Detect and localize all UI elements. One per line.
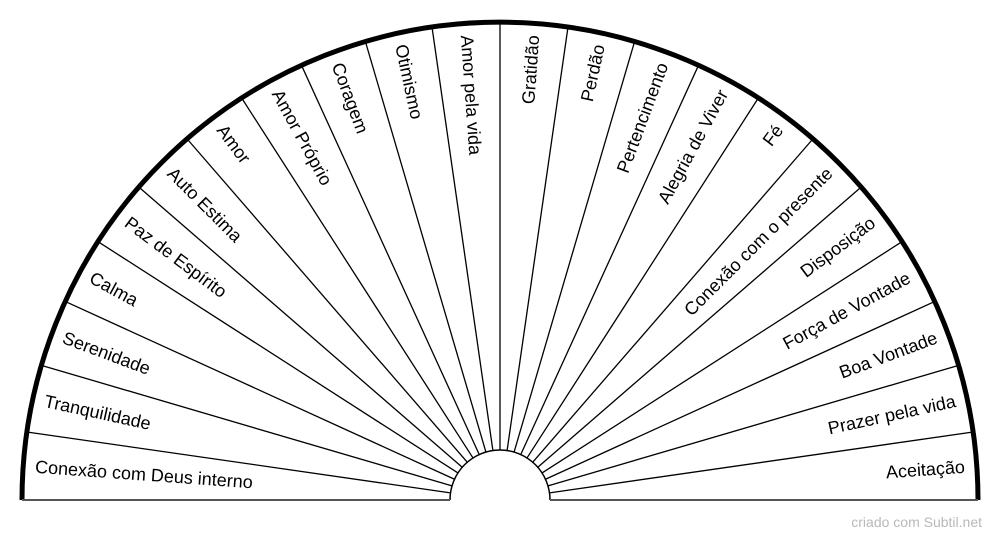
sector-label: Conexão com o presente — [680, 163, 836, 319]
sector-divider — [364, 41, 487, 453]
sector-divider — [64, 300, 455, 480]
sector-label: Perdão — [577, 43, 609, 104]
sector-label: Disposição — [797, 213, 879, 282]
sector-label: Força de Vontade — [779, 268, 913, 354]
sector-divider — [186, 138, 468, 463]
outer-arc — [19, 19, 981, 501]
sector-divider — [532, 138, 814, 463]
sector-divider — [26, 431, 451, 494]
sector-label: Gratidão — [518, 34, 543, 104]
inner-arc — [449, 449, 551, 501]
sector-label: Fé — [759, 121, 788, 150]
sector-divider — [506, 26, 569, 451]
sector-divider — [537, 186, 862, 468]
sector-divider — [513, 41, 636, 453]
sector-label: Pertencimento — [613, 60, 672, 176]
sector-label: Coragem — [328, 60, 373, 136]
sector-divider — [241, 97, 474, 459]
sector-divider — [431, 26, 494, 451]
sector-divider — [97, 241, 459, 474]
sector-label: Auto Estima — [163, 163, 246, 246]
sector-divider — [541, 241, 903, 474]
watermark: criado com Subtil.net — [851, 514, 982, 530]
sector-label: Conexão com Deus interno — [34, 457, 253, 493]
sector-dividers — [26, 22, 974, 494]
sector-label: Tranquilidade — [43, 391, 153, 434]
sector-divider — [300, 64, 480, 455]
sector-label: Amor — [213, 121, 255, 167]
sector-label: Calma — [86, 268, 142, 311]
sector-divider — [549, 431, 974, 494]
sector-label: Alegria de Viver — [654, 86, 732, 207]
sector-divider — [547, 364, 959, 487]
sector-divider — [526, 97, 759, 459]
sector-divider — [520, 64, 700, 455]
sector-label: Aceitação — [885, 457, 965, 483]
sector-divider — [41, 364, 453, 487]
sector-label: Amor Próprio — [268, 86, 336, 189]
sector-divider — [545, 300, 936, 480]
sector-label: Amor pela vida — [457, 34, 486, 156]
sector-label: Boa Vontade — [837, 328, 941, 383]
sector-label: Otimismo — [391, 43, 427, 122]
sector-divider — [138, 186, 463, 468]
